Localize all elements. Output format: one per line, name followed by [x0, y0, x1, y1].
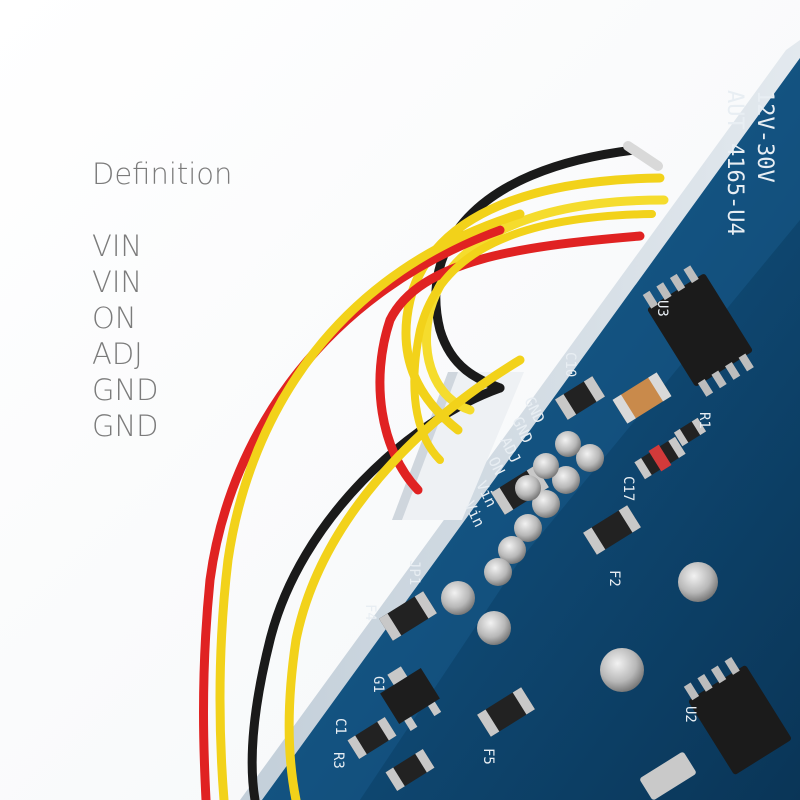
component-bottom-right: [640, 752, 696, 800]
board-edge: [240, 40, 800, 800]
g1-label: G1: [370, 676, 386, 693]
pin-label-on: ON: [92, 301, 137, 335]
jp1-label: JP1: [406, 560, 422, 585]
f2-label: F2: [606, 570, 622, 587]
r1-label: R1: [696, 412, 712, 429]
definition-title: Definition: [92, 157, 233, 191]
pin-label-vin-1: VIN: [92, 229, 143, 263]
component-r1: [673, 417, 707, 447]
f4-label: F4: [362, 604, 378, 621]
component-f5: [477, 687, 535, 737]
wire-bundle: [199, 141, 669, 800]
component-transistor: [380, 666, 442, 731]
pin-label-gnd-1: GND: [92, 373, 159, 407]
model-silkscreen: 12V-30V AUT 4165-U4: [722, 90, 777, 236]
wire-end-cap: [623, 141, 663, 171]
pin-definition: Definition VIN VIN ON ADJ GND GND: [92, 156, 232, 444]
component-c17: [634, 436, 686, 480]
r3-label: R3: [330, 752, 346, 769]
component-c1: [347, 717, 397, 759]
u2-label: U2: [682, 706, 698, 723]
header-pads: [484, 431, 604, 586]
pin-label-vin-2: VIN: [92, 265, 143, 299]
pin-label-gnd-2: GND: [92, 409, 159, 443]
wire-yellow-3: [410, 210, 656, 464]
component-cap-tan: [612, 372, 672, 424]
u2-chip: [683, 657, 792, 775]
wire-yellow-1: [401, 173, 665, 435]
model-line-2: AUT 4165-U4: [722, 90, 747, 236]
wire-yellow-5: [284, 355, 525, 800]
f5-label: F5: [480, 748, 496, 765]
wire-yellow-4: [215, 209, 525, 800]
wire-red-2: [199, 225, 505, 800]
model-line-1: 12V-30V: [752, 90, 777, 183]
component-f4: [379, 591, 437, 641]
c10-label: C10: [562, 352, 578, 377]
component-bottom-left: [385, 749, 435, 791]
via-pads: [441, 562, 718, 692]
u3-label: U3: [654, 300, 670, 317]
c1-label: C1: [332, 718, 348, 735]
pin-label-adj: ADJ: [92, 337, 143, 371]
component-r2: [583, 505, 641, 555]
c17-label: C17: [620, 476, 636, 501]
u3-chip: [642, 265, 754, 397]
component-c10: [554, 376, 606, 420]
wire-red-1: [375, 231, 645, 495]
